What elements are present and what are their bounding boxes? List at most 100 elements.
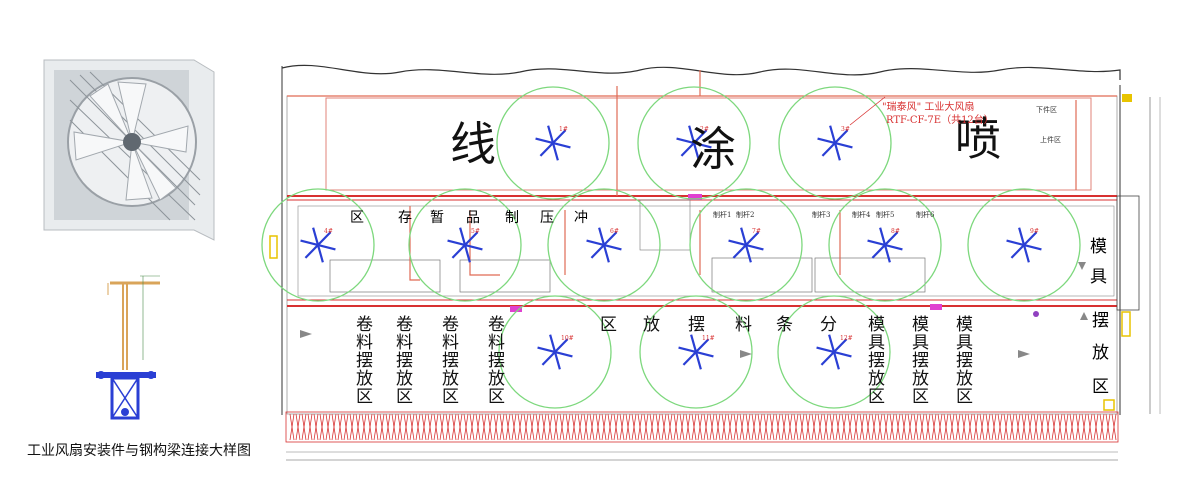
industrial-fan: 11#	[639, 295, 753, 409]
industrial-fan: 4#	[261, 188, 375, 302]
storage-zone-label: 条	[776, 315, 793, 335]
fan-number: 9#	[1030, 228, 1039, 235]
small-zone-label: 上件区	[1040, 135, 1061, 144]
zone-label: 压	[540, 210, 554, 226]
svg-text:条: 条	[776, 315, 793, 335]
svg-text:区: 区	[488, 387, 505, 407]
zone-label: 制	[505, 210, 519, 226]
fan-number: 6#	[610, 228, 619, 235]
fan-blade-icon	[535, 125, 571, 161]
fan-number: 12#	[840, 335, 853, 342]
wavy-boundary	[281, 64, 1121, 80]
fan-number: 3#	[841, 126, 850, 133]
industrial-fan: 2#	[637, 86, 751, 200]
svg-text:区: 区	[442, 387, 459, 407]
svg-text:模: 模	[868, 315, 885, 335]
machine-label: 制杆6	[916, 210, 935, 219]
storage-zone-label: 放	[643, 315, 660, 335]
svg-text:卷: 卷	[442, 315, 459, 335]
svg-text:模: 模	[912, 315, 929, 335]
drainage-band	[285, 411, 1119, 443]
storage-zone-label: 料	[735, 315, 752, 335]
fan-coverage-circle	[547, 188, 661, 302]
fan-coverage-circle	[496, 86, 610, 200]
fan-number: 1#	[559, 126, 568, 133]
zone-label: 放	[1092, 343, 1109, 363]
svg-text:料: 料	[735, 315, 752, 335]
bracket-detail	[96, 275, 160, 420]
small-zone-label: 下件区	[1036, 105, 1057, 114]
machine-label: 制杆1	[713, 210, 731, 219]
svg-text:摆: 摆	[442, 351, 459, 371]
svg-text:放: 放	[488, 369, 505, 389]
fan-number: 7#	[752, 228, 761, 235]
svg-text:放: 放	[868, 369, 885, 389]
svg-text:具: 具	[912, 333, 929, 353]
storage-zone-label: 分	[820, 315, 837, 335]
fan-blade-icon	[817, 125, 853, 161]
fan-coverage-circle	[408, 188, 522, 302]
svg-text:模: 模	[956, 315, 973, 335]
storage-zone-label: 区	[600, 315, 617, 335]
industrial-fan: 1#	[496, 86, 610, 200]
svg-text:区: 区	[600, 315, 617, 335]
svg-text:卷: 卷	[356, 315, 373, 335]
fan-blade-icon	[1006, 227, 1042, 263]
zone-label: 区	[350, 210, 364, 226]
fan-blade-icon	[678, 334, 714, 370]
fan-blade-icon	[816, 334, 852, 370]
fan-number: 5#	[471, 228, 480, 235]
fan-blade-icon	[676, 125, 712, 161]
svg-text:具: 具	[868, 333, 885, 353]
zone-label: 暂	[430, 210, 444, 226]
fan-blade-icon	[537, 334, 573, 370]
svg-text:区: 区	[868, 387, 885, 407]
industrial-fan: 7#	[689, 188, 803, 302]
fan-annotation-model: RTF-CF-7E（共12台）	[886, 113, 994, 126]
fan-blade-icon	[867, 227, 903, 263]
zone-label: 冲	[574, 210, 588, 226]
factory-floor-plan: 1#2#3#4#5#6#7#8#9#10#11#12# 线 涂 喷 "瑞泰风" …	[261, 64, 1161, 461]
svg-text:摆: 摆	[488, 351, 505, 371]
fan-annotation-title: "瑞泰风" 工业大风扇	[882, 100, 974, 113]
industrial-fan: 3#	[778, 86, 892, 200]
industrial-fan: 10#	[498, 295, 612, 409]
fan-coverage-circle	[637, 86, 751, 200]
fan-coverage-circle	[498, 295, 612, 409]
machine-label: 制杆5	[876, 210, 894, 219]
fan-coverage-circle	[689, 188, 803, 302]
svg-text:料: 料	[356, 333, 373, 353]
svg-text:放: 放	[956, 369, 973, 389]
svg-text:放: 放	[643, 315, 660, 335]
fan-photo	[43, 59, 215, 241]
industrial-fan: 6#	[547, 188, 661, 302]
svg-text:摆: 摆	[356, 351, 373, 371]
industrial-fan: 8#	[828, 188, 942, 302]
zone-label: 模	[1090, 237, 1107, 257]
zone-label: 区	[1092, 377, 1109, 397]
svg-text:区: 区	[956, 387, 973, 407]
fan-coverage-circle	[778, 86, 892, 200]
svg-text:摆: 摆	[912, 351, 929, 371]
spray-line-char: 线	[450, 117, 496, 171]
spray-line-room	[325, 97, 1092, 191]
detail-caption: 工业风扇安装件与钢构梁连接大样图	[27, 443, 251, 459]
svg-text:摆: 摆	[868, 351, 885, 371]
fan-coverage-circle	[967, 188, 1081, 302]
pipes	[287, 70, 1117, 281]
fan-number: 4#	[324, 228, 333, 235]
svg-text:料: 料	[396, 333, 413, 353]
svg-text:放: 放	[356, 369, 373, 389]
zone-label: 摆	[1092, 311, 1109, 331]
storage-zone-label: 摆	[688, 315, 705, 335]
svg-text:料: 料	[488, 333, 505, 353]
fan-number: 10#	[561, 335, 574, 342]
svg-text:放: 放	[442, 369, 459, 389]
industrial-fan: 9#	[967, 188, 1081, 302]
fan-coverage-circle	[777, 295, 891, 409]
